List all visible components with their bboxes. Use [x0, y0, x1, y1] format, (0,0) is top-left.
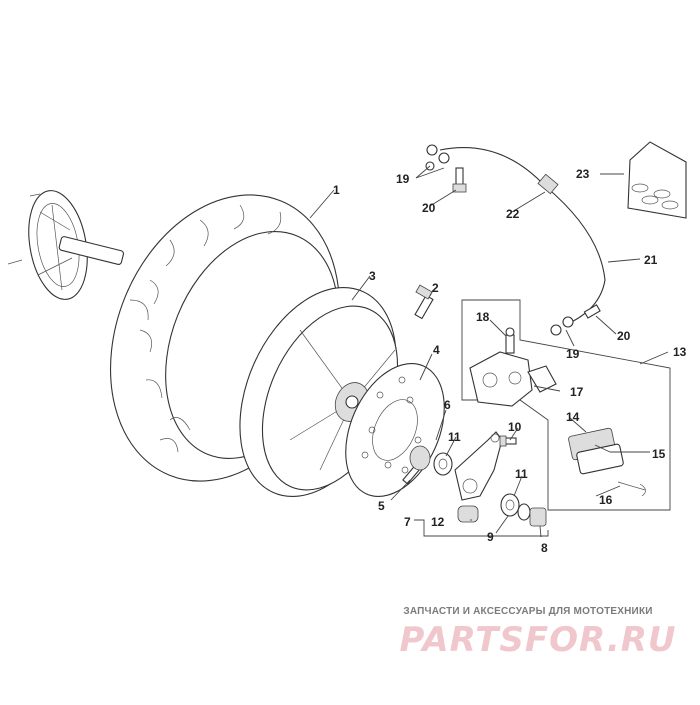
callout-13: 13	[673, 345, 687, 359]
callout-10: 10	[508, 420, 522, 434]
watermark-logo: PARTSFOR.RU	[399, 620, 677, 660]
callout-3: 3	[369, 269, 376, 283]
pad-pin	[617, 481, 646, 497]
disc-screw-top	[414, 284, 434, 320]
banjo-bolt-top	[452, 167, 467, 193]
callout-11-lower: 11	[515, 467, 528, 481]
callout-6: 6	[444, 398, 451, 412]
bleed-screw	[505, 327, 515, 354]
spacer-bushing-lower	[457, 493, 547, 527]
banjo-bolt-bottom	[583, 304, 601, 319]
pad-spring	[527, 365, 557, 393]
callout-20-top: 20	[422, 201, 436, 215]
callout-1: 1	[333, 183, 340, 197]
rear-hub-assembly	[7, 190, 125, 300]
callout-20-bottom: 20	[617, 329, 631, 343]
callout-15: 15	[652, 447, 666, 461]
caliper-kit-outline	[461, 299, 671, 511]
screw-10	[499, 435, 517, 447]
callout-18: 18	[476, 310, 490, 324]
callout-14: 14	[566, 410, 580, 424]
callout-5: 5	[378, 499, 385, 513]
callout-7: 7	[404, 515, 411, 529]
banjo-washers-bottom	[550, 316, 574, 336]
callout-23: 23	[576, 167, 590, 181]
callout-21: 21	[644, 253, 658, 267]
leader-lines	[309, 165, 669, 538]
callout-16: 16	[599, 493, 613, 507]
spacer-bushing-upper	[409, 445, 453, 476]
callout-19-top: 19	[396, 172, 410, 186]
callout-17: 17	[570, 385, 584, 399]
callout-2: 2	[432, 281, 439, 295]
brake-pads	[568, 427, 624, 475]
callout-11-upper: 11	[448, 430, 461, 444]
callout-8: 8	[541, 541, 548, 555]
brake-caliper	[469, 351, 533, 407]
caliper-bracket	[454, 431, 503, 501]
callout-4: 4	[433, 343, 440, 357]
watermark-tagline: ЗАПЧАСТИ И АКСЕССУАРЫ ДЛЯ МОТОТЕХНИКИ	[403, 606, 653, 617]
callout-9: 9	[487, 530, 494, 544]
callout-19-bottom: 19	[566, 347, 580, 361]
sticker-kit	[627, 141, 687, 219]
callout-12: 12	[431, 515, 445, 529]
callout-22: 22	[506, 207, 520, 221]
brake-hose	[439, 147, 606, 326]
